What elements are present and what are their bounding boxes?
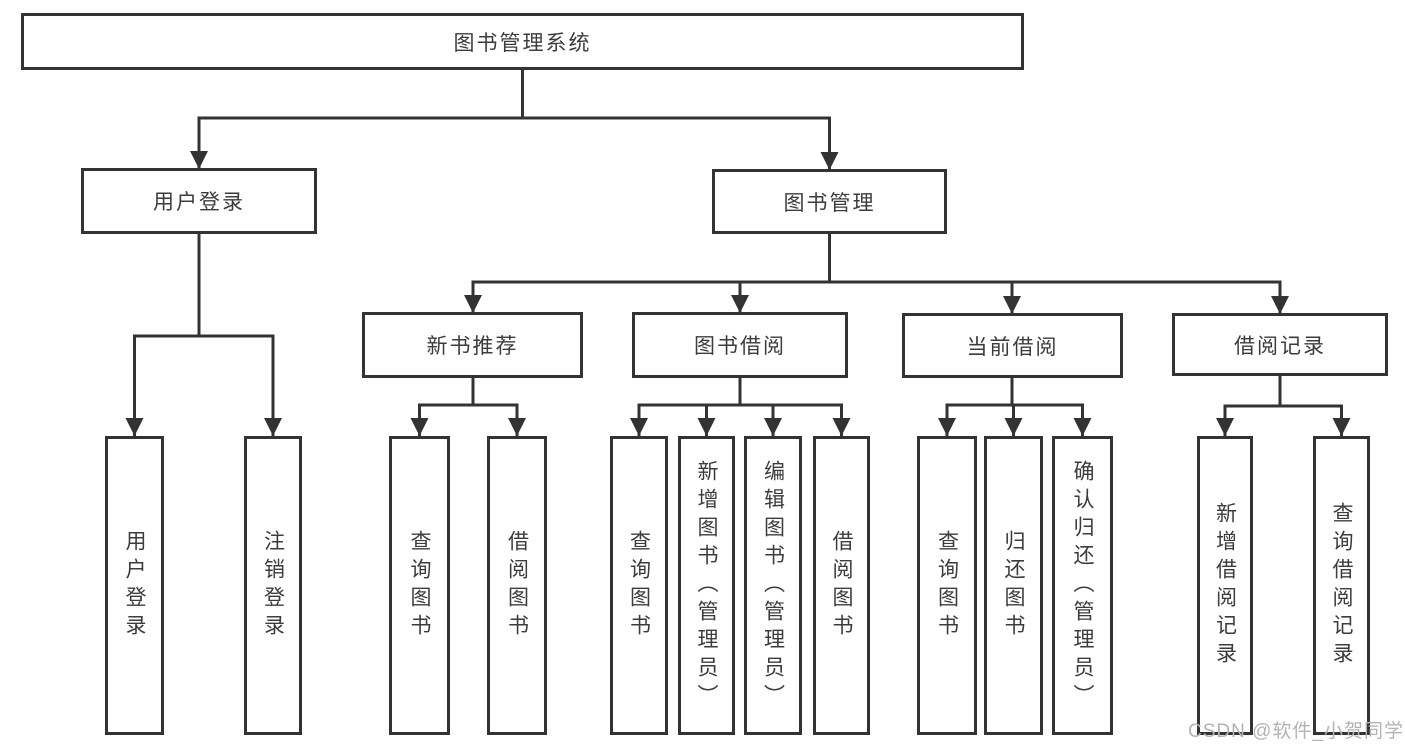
leaf-logout: 注销登录: [244, 436, 302, 735]
node-label: 借阅记录: [1234, 334, 1326, 358]
leaf-query-borrow-record: 查询借阅记录: [1313, 436, 1370, 735]
node-label: 用户登录: [153, 191, 245, 214]
leaf-query-books-current: 查询图书: [917, 436, 977, 735]
node-current-borrow: 当前借阅: [902, 313, 1123, 378]
node-book-management: 图书管理: [712, 169, 947, 234]
leaf-add-borrow-record: 新增借阅记录: [1197, 436, 1253, 735]
node-label: 新书推荐: [426, 335, 519, 358]
leaf-return-books: 归还图书: [984, 436, 1043, 735]
node-label: 图书借阅: [694, 335, 786, 358]
watermark-text: CSDN @软件_小贺同学: [1188, 721, 1404, 742]
leaf-user-login: 用户登录: [105, 436, 164, 735]
node-book-borrow: 图书借阅: [632, 312, 848, 378]
node-library-system: 图书管理系统: [21, 13, 1024, 70]
node-label: 图书管理系统: [453, 31, 592, 55]
leaf-query-books-recommend: 查询图书: [389, 436, 450, 735]
leaf-add-book-admin: 新增图书（管理员）: [678, 436, 735, 735]
leaf-borrow-books-recommend: 借阅图书: [487, 436, 547, 735]
node-label: 当前借阅: [966, 335, 1059, 359]
leaf-borrow-books: 借阅图书: [813, 436, 870, 735]
node-borrow-records: 借阅记录: [1172, 313, 1388, 376]
leaf-confirm-return-admin: 确认归还（管理员）: [1052, 436, 1113, 735]
node-label: 图书管理: [783, 191, 876, 215]
leaf-query-books-borrow: 查询图书: [610, 436, 668, 735]
node-user-login: 用户登录: [81, 168, 317, 234]
leaf-edit-book-admin: 编辑图书（管理员）: [744, 436, 802, 735]
node-new-book-recommend: 新书推荐: [362, 312, 583, 378]
